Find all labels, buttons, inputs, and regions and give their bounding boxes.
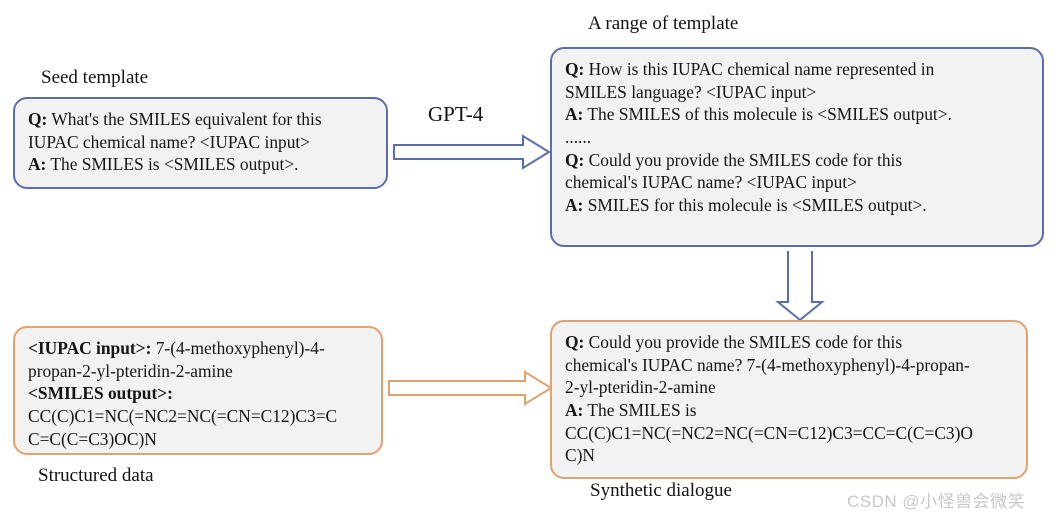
speaker-tag-a: A:	[565, 104, 584, 125]
line-text: SMILES language? <IUPAC input>	[565, 81, 817, 102]
line-text: 2-yl-pteridin-2-amine	[565, 377, 716, 398]
structured-data-line-5: C=C(C=C3)OC)N	[28, 428, 368, 451]
line-text: chemical's IUPAC name? 7-(4-methoxypheny…	[565, 354, 970, 375]
range-template-line-7: A: SMILES for this molecule is <SMILES o…	[565, 194, 1029, 217]
structured-data-line-1: <IUPAC input>: 7-(4-methoxyphenyl)-4-	[28, 337, 368, 360]
line-text: C)N	[565, 445, 595, 466]
csdn-watermark: CSDN @小怪兽会微笑	[847, 492, 1026, 511]
range-template-line-3: A: The SMILES of this molecule is <SMILE…	[565, 103, 1029, 126]
synthetic-dialogue-box: Q: Could you provide the SMILES code for…	[550, 320, 1028, 479]
merge-block-arrow	[388, 370, 553, 406]
structured-data-line-2: propan-2-yl-pteridin-2-amine	[28, 360, 368, 383]
speaker-tag-a: A:	[565, 194, 584, 215]
range-template-ellipsis: ......	[565, 126, 1029, 149]
line-text: How is this IUPAC chemical name represen…	[584, 59, 935, 79]
caption-structured-data: Structured data	[38, 465, 154, 486]
range-template-line-2: SMILES language? <IUPAC input>	[565, 81, 1029, 104]
line-text: SMILES for this molecule is <SMILES outp…	[583, 194, 927, 215]
line-text: The SMILES is	[583, 399, 697, 420]
synthetic-dialogue-line-4: A: The SMILES is	[565, 399, 1013, 422]
arrow-shape	[775, 251, 825, 322]
seed-template-line-1: Q: What's the SMILES equivalent for this	[28, 108, 373, 131]
line-text: Could you provide the SMILES code for th…	[584, 149, 903, 170]
line-text: The SMILES of this molecule is <SMILES o…	[583, 104, 952, 125]
structured-data-line-4: CC(C)C1=NC(=NC2=NC(=CN=C12)C3=C	[28, 405, 368, 428]
speaker-tag-q: Q:	[28, 109, 48, 129]
speaker-tag-q: Q:	[565, 59, 585, 79]
arrow-shape	[393, 134, 551, 170]
synthetic-dialogue-line-5: CC(C)C1=NC(=NC2=NC(=CN=C12)C3=CC=C(C=C3)…	[565, 422, 1013, 445]
caption-synthetic-dialogue: Synthetic dialogue	[590, 480, 732, 501]
seed-template-box: Q: What's the SMILES equivalent for this…	[13, 97, 388, 189]
range-template-line-1: Q: How is this IUPAC chemical name repre…	[565, 58, 1029, 81]
speaker-tag-q: Q:	[565, 332, 585, 352]
range-template-line-6: chemical's IUPAC name? <IUPAC input>	[565, 171, 1029, 194]
caption-seed-template: Seed template	[41, 67, 149, 88]
line-text: The SMILES is <SMILES output>.	[46, 154, 299, 175]
line-text: CC(C)C1=NC(=NC2=NC(=CN=C12)C3=C	[28, 405, 338, 426]
line-text: propan-2-yl-pteridin-2-amine	[28, 360, 233, 381]
arrow-shape	[388, 370, 553, 406]
line-text: IUPAC chemical name? <IUPAC input>	[28, 131, 311, 152]
structured-data-line-3: <SMILES output>:	[28, 382, 368, 405]
speaker-tag-a: A:	[565, 399, 584, 420]
caption-range-of-template: A range of template	[588, 13, 739, 34]
synthetic-dialogue-line-1: Q: Could you provide the SMILES code for…	[565, 331, 1013, 354]
gpt4-arrow-label: GPT-4	[428, 102, 484, 126]
seed-template-line-2: IUPAC chemical name? <IUPAC input>	[28, 131, 373, 154]
iupac-input-tag: <IUPAC input>:	[28, 338, 152, 358]
line-text: Could you provide the SMILES code for th…	[584, 332, 903, 352]
range-of-template-box: Q: How is this IUPAC chemical name repre…	[550, 47, 1044, 247]
synthetic-dialogue-line-3: 2-yl-pteridin-2-amine	[565, 376, 1013, 399]
line-text: chemical's IUPAC name? <IUPAC input>	[565, 172, 857, 193]
synthetic-dialogue-line-6: C)N	[565, 444, 1013, 467]
seed-template-line-3: A: The SMILES is <SMILES output>.	[28, 153, 373, 176]
range-template-line-5: Q: Could you provide the SMILES code for…	[565, 149, 1029, 172]
line-text: What's the SMILES equivalent for this	[47, 109, 322, 129]
smiles-output-tag: <SMILES output>:	[28, 383, 173, 404]
synthetic-dialogue-line-2: chemical's IUPAC name? 7-(4-methoxypheny…	[565, 354, 1013, 377]
line-text: CC(C)C1=NC(=NC2=NC(=CN=C12)C3=CC=C(C=C3)…	[565, 422, 973, 443]
speaker-tag-a: A:	[28, 154, 47, 175]
structured-data-box: <IUPAC input>: 7-(4-methoxyphenyl)-4- pr…	[13, 326, 383, 455]
gpt4-block-arrow	[393, 134, 551, 170]
down-block-arrow	[775, 250, 825, 322]
speaker-tag-q: Q:	[565, 149, 585, 170]
line-text: C=C(C=C3)OC)N	[28, 428, 157, 449]
line-text: ......	[565, 126, 592, 147]
line-text: 7-(4-methoxyphenyl)-4-	[151, 338, 325, 358]
